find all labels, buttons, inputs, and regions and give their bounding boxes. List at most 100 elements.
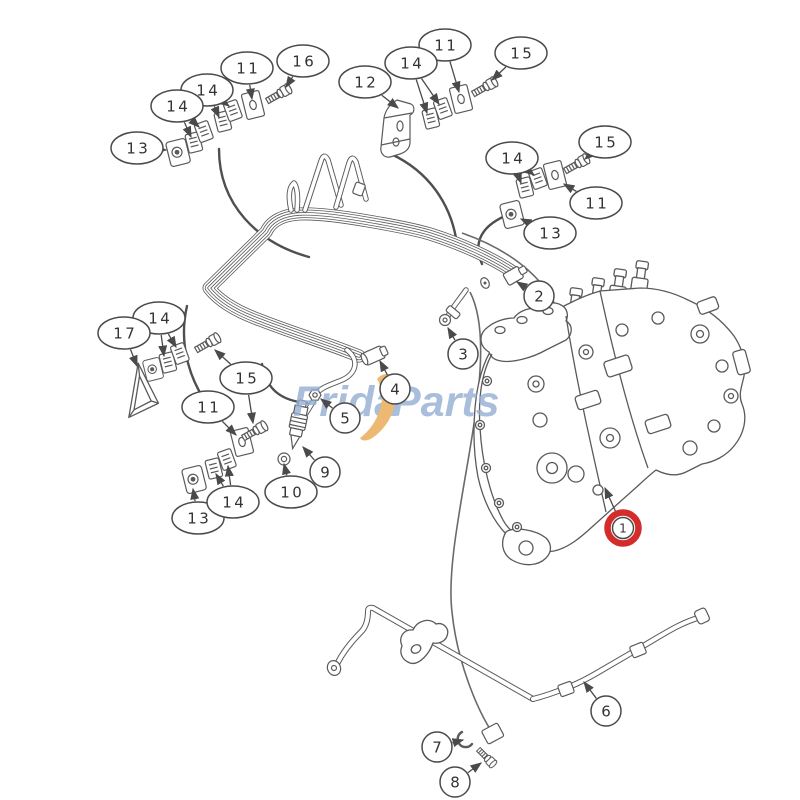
callout-number: 15	[510, 44, 534, 62]
leader-arrow	[210, 105, 220, 119]
callout-11: 11	[181, 390, 237, 436]
highlight-ring	[604, 509, 642, 547]
callout-bubble	[523, 280, 555, 312]
leader-arrow	[515, 281, 529, 292]
callout-10: 10	[264, 462, 318, 509]
leader-arrow	[285, 75, 296, 89]
leader-arrow	[158, 334, 168, 358]
flange-bolts	[474, 375, 523, 533]
callout-17: 17	[97, 316, 151, 368]
callout-12: 12	[338, 65, 400, 109]
callout-bubble	[611, 516, 635, 540]
callout-bubble	[447, 338, 479, 370]
callouts-layer: 1234567891011111111121313131414141414141…	[97, 28, 642, 798]
leader-arrow	[584, 148, 596, 160]
plate-part-11	[240, 89, 266, 121]
leader-arrow	[221, 420, 237, 436]
banjo-fitting-4	[360, 345, 389, 366]
pump-body	[473, 287, 746, 553]
callout-bubble	[338, 65, 392, 99]
callout-bubble	[569, 186, 623, 220]
callout-bubble	[578, 125, 632, 159]
callout-1: 1	[604, 486, 642, 547]
line-end-banjo	[480, 277, 490, 289]
callout-bubble	[485, 141, 539, 175]
callout-number: 8	[450, 773, 460, 791]
callout-number: 9	[320, 463, 330, 481]
callout-bubble	[264, 475, 318, 509]
callout-number: 10	[280, 483, 304, 501]
callout-number: 6	[601, 702, 611, 720]
callout-bubble	[110, 131, 164, 165]
callout-bubble	[276, 44, 330, 78]
callout-13: 13	[110, 131, 168, 165]
callout-15: 15	[214, 349, 273, 425]
callout-number: 11	[197, 398, 221, 416]
governor-cover	[480, 302, 572, 363]
leader-arrow	[282, 462, 291, 476]
callout-11: 11	[562, 183, 623, 220]
callout-7: 7	[421, 731, 465, 763]
callout-number: 14	[196, 81, 220, 99]
callout-number: 14	[148, 309, 172, 327]
callout-2: 2	[515, 280, 555, 312]
leader-arrow	[447, 326, 458, 341]
leader-arrow	[519, 218, 533, 228]
leader-arrow	[467, 762, 483, 774]
plate-part-11	[448, 83, 474, 115]
bolt-part-15	[192, 331, 223, 356]
callout-9: 9	[302, 446, 341, 488]
callout-bubble	[494, 36, 548, 70]
callout-bubble	[206, 485, 260, 519]
callout-bubble	[309, 456, 341, 488]
callout-6: 6	[583, 680, 622, 727]
callout-bubble	[439, 766, 471, 798]
leader-arrow	[604, 486, 617, 513]
clip-part-7	[456, 730, 474, 749]
leader-arrow	[415, 79, 429, 115]
callout-14: 14	[485, 141, 539, 185]
callout-number: 13	[187, 509, 211, 527]
peak-fitting	[352, 181, 366, 197]
line-clamp-bracket	[400, 619, 449, 665]
callout-number: 17	[113, 324, 137, 342]
bolt-part-16	[263, 82, 294, 107]
callout-number: 14	[166, 97, 190, 115]
callout-number: 14	[222, 493, 246, 511]
banjo-end	[326, 660, 342, 676]
callout-number: 4	[390, 380, 400, 398]
callout-number: 3	[458, 345, 468, 363]
callout-bubble	[97, 316, 151, 350]
leader-arrow	[491, 66, 507, 81]
leader-arrow	[215, 472, 226, 487]
callout-number: 1	[619, 521, 627, 535]
callout-11: 11	[220, 51, 274, 101]
callout-number: 14	[400, 54, 424, 72]
callout-number: 14	[501, 149, 525, 167]
callout-bubble	[181, 390, 235, 424]
leader-arrow	[217, 96, 231, 107]
leader-arrow	[562, 183, 577, 194]
leader-arrow	[190, 487, 200, 502]
line6-fittings	[557, 607, 711, 698]
callout-number: 16	[292, 52, 316, 70]
leader-arrow	[166, 333, 177, 349]
callout-14: 14	[384, 46, 440, 115]
callout-bubble	[421, 731, 453, 763]
callout-number: 11	[236, 59, 260, 77]
callout-number: 7	[432, 738, 442, 756]
leader-arrow	[523, 165, 536, 176]
callout-bubble	[523, 216, 577, 250]
callout-bubble	[590, 695, 622, 727]
callout-bubble	[150, 89, 204, 123]
callout-number: 2	[534, 287, 544, 305]
leader-arrow	[214, 349, 232, 365]
bolt-part-15	[561, 152, 592, 177]
bottom-fuel-lines	[326, 607, 711, 770]
callout-14: 14	[180, 73, 234, 119]
callout-15: 15	[578, 125, 632, 160]
callout-14: 14	[150, 89, 204, 139]
banjo-bolt-3	[438, 305, 461, 327]
callout-number: 12	[354, 73, 378, 91]
